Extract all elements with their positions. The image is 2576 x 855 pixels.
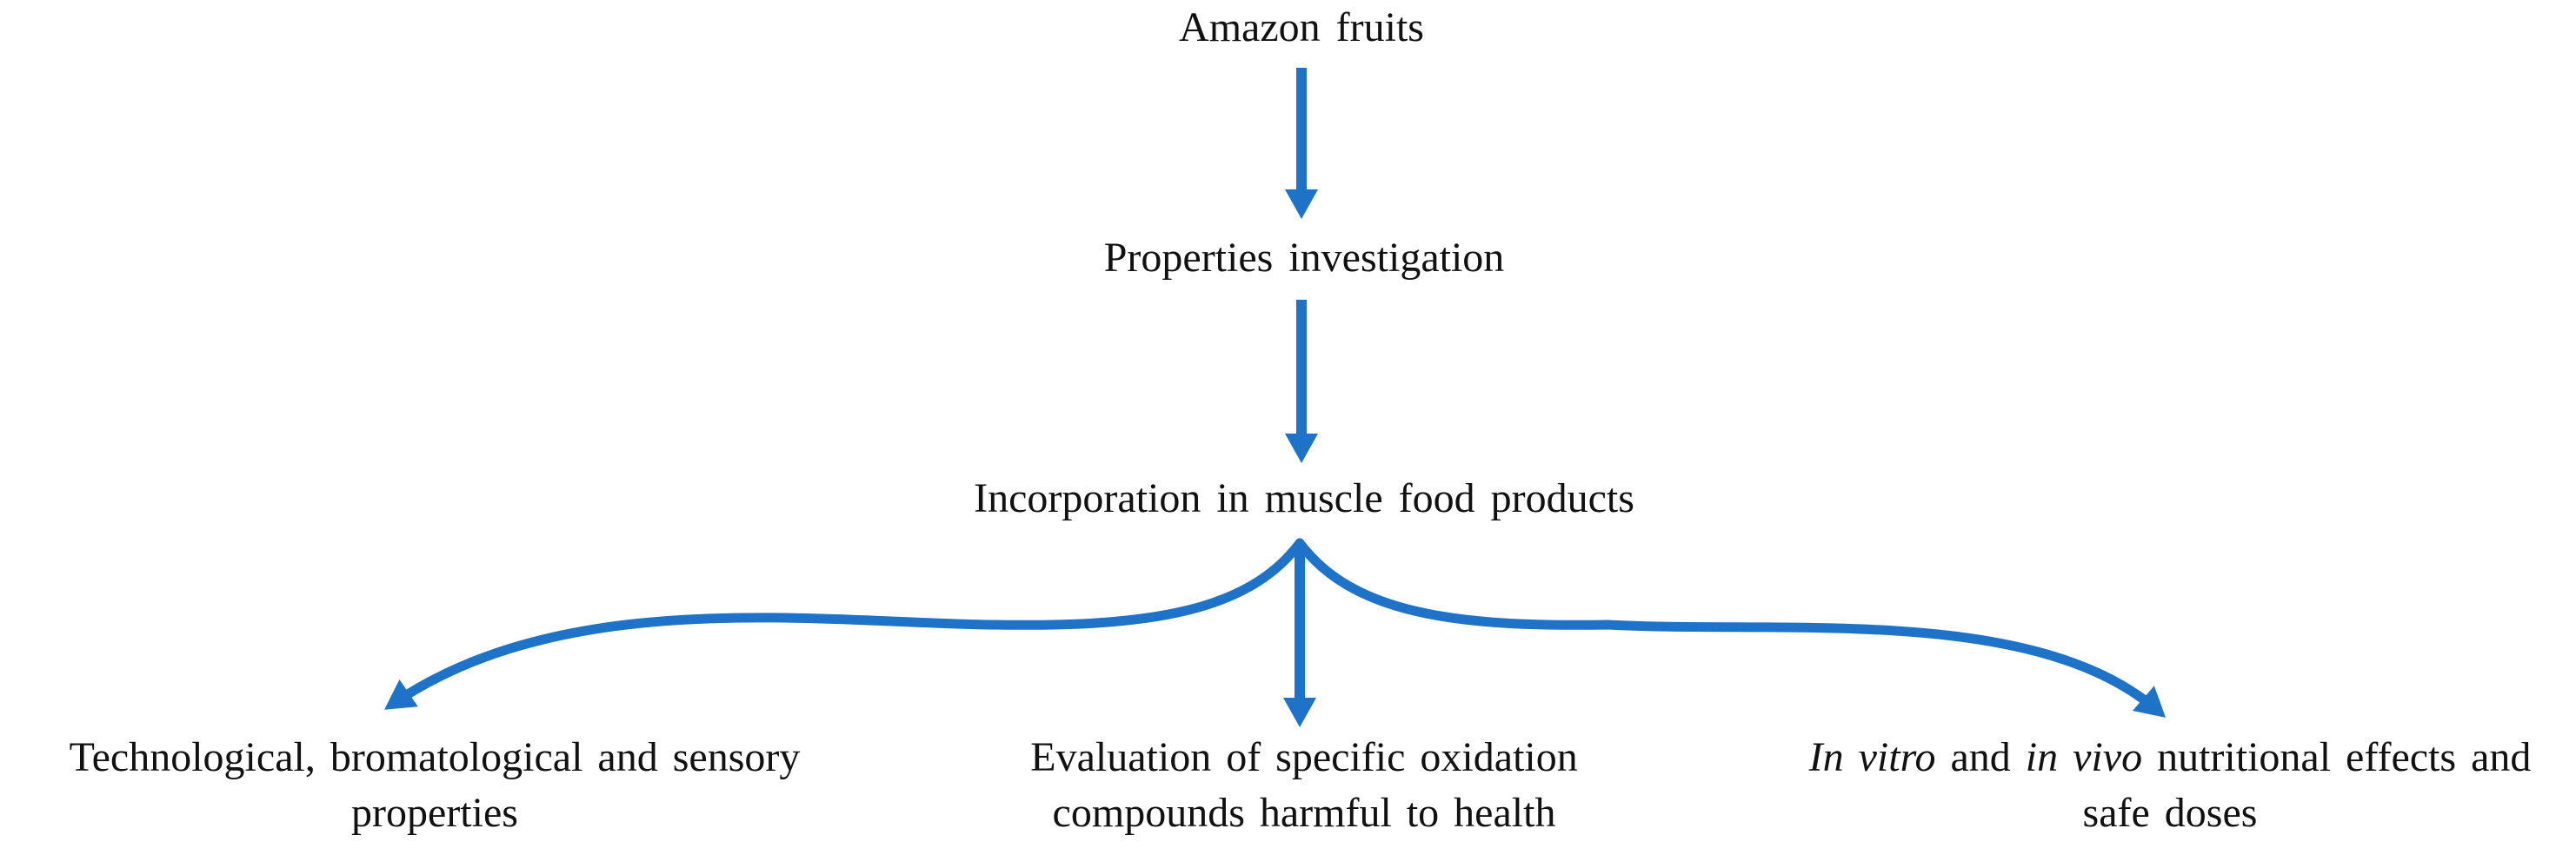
branch-arrow-left-icon: [384, 538, 1305, 710]
branch-right-italic-in-vitro: In vitro: [1808, 734, 1936, 780]
node-incorporation-muscle-food: Incorporation in muscle food products: [974, 475, 1634, 521]
branch-right-line2: safe doses: [2082, 790, 2258, 836]
branch-arrow-right-icon: [1295, 538, 2167, 718]
node-properties-investigation: Properties investigation: [1103, 235, 1505, 281]
branch-right-line1: In vitro and in vivo nutritional effects…: [1809, 730, 2532, 785]
node-branch-technological-properties: Technological, bromatological and sensor…: [70, 730, 801, 841]
node-amazon-fruits: Amazon fruits: [1179, 4, 1424, 50]
branch-right-text-rest: nutritional effects and: [2142, 734, 2532, 780]
node-branch-oxidation-evaluation: Evaluation of specific oxidation compoun…: [1030, 730, 1577, 841]
branch-left-line2: properties: [351, 790, 518, 836]
branch-center-line2: compounds harmful to health: [1052, 790, 1556, 836]
branch-right-text-and: and: [1935, 734, 2026, 780]
branch-left-line1: Technological, bromatological and sensor…: [69, 734, 801, 780]
branch-center-line1: Evaluation of specific oxidation: [1030, 734, 1578, 780]
branch-right-italic-in-vivo: in vivo: [2025, 734, 2143, 780]
node-branch-nutritional-effects: In vitro and in vivo nutritional effects…: [1809, 730, 2532, 841]
